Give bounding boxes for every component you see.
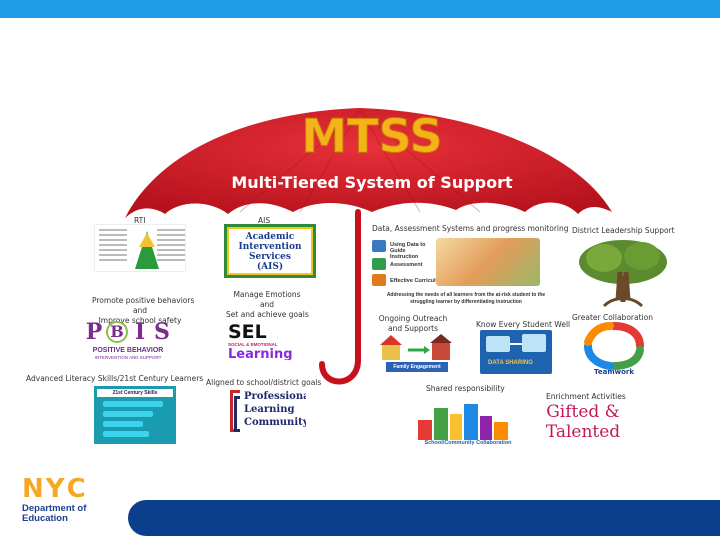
caption-pbis: Promote positive behaviors and Improve s… bbox=[92, 296, 195, 326]
plc-line2: Learning bbox=[244, 404, 295, 415]
caption-rti: RTI bbox=[134, 216, 146, 225]
caption-collab: Greater Collaboration bbox=[572, 313, 653, 322]
pbis-logo: P B I S POSITIVE BEHAVIOR INTERVENTION A… bbox=[80, 318, 176, 360]
data-sharing-graphic: DATA SHARING bbox=[480, 330, 552, 374]
curriculum-icon bbox=[372, 274, 386, 286]
pbis-letter-b: B bbox=[106, 321, 128, 343]
caption-sel: Manage Emotions and Set and achieve goal… bbox=[226, 290, 309, 320]
umbrella-title: MTSS bbox=[301, 109, 442, 163]
pbis-letter-p: P bbox=[85, 319, 103, 345]
gifted-line2: Talented bbox=[545, 422, 621, 442]
data-note: Addressing the needs of all learners fro… bbox=[386, 292, 546, 305]
data-sharing-icon bbox=[486, 334, 546, 352]
caption-sel-line1: Manage Emotions bbox=[233, 290, 301, 299]
als-line-4 bbox=[103, 431, 149, 437]
umbrella-canopy bbox=[125, 108, 612, 218]
caption-ais: AIS bbox=[258, 216, 271, 225]
caption-outreach: Ongoing Outreach and Supports bbox=[378, 314, 448, 334]
sel-learning: Learning bbox=[228, 347, 293, 361]
data-row-assessment: Assessment bbox=[390, 262, 423, 268]
data-row-guide: Using Data to Guide Instruction bbox=[390, 242, 426, 260]
school-community-graphic: School/Community Collaboration bbox=[412, 400, 524, 452]
caption-als: Advanced Literacy Skills/21st Century Le… bbox=[26, 374, 204, 383]
plc-line1: Professional bbox=[244, 391, 306, 402]
teamwork-label: Teamwork bbox=[594, 368, 634, 376]
family-banner: Family Engagement bbox=[386, 362, 448, 372]
caption-leadership: District Leadership Support bbox=[572, 226, 675, 235]
dept-line2: Education bbox=[22, 513, 68, 524]
als-head: 21st Century Skills bbox=[97, 389, 173, 397]
gifted-talented-logo: Gifted & Talented bbox=[538, 402, 628, 444]
data-sharing-label: DATA SHARING bbox=[488, 360, 533, 366]
ais-logo-line1: Academic bbox=[245, 232, 295, 242]
sel-logo: SEL SOCIAL & EMOTIONAL Learning bbox=[228, 322, 306, 360]
caption-data: Data, Assessment Systems and progress mo… bbox=[372, 224, 569, 233]
caption-outreach-line1: Ongoing Outreach bbox=[378, 314, 448, 323]
gifted-line1: Gifted & bbox=[546, 402, 620, 422]
caption-pbis-line3: Improve school safety bbox=[98, 316, 182, 325]
plc-line3: Community bbox=[244, 417, 306, 428]
pbis-letter-i: I bbox=[134, 319, 146, 345]
caption-enrich: Enrichment Activities bbox=[546, 392, 626, 401]
family-house-icon bbox=[380, 334, 452, 360]
ais-logo-line4: (AIS) bbox=[256, 262, 284, 272]
caption-outreach-line2: and Supports bbox=[387, 324, 439, 333]
als-line-3 bbox=[103, 421, 143, 427]
school-community-label: School/Community Collaboration bbox=[424, 440, 512, 446]
caption-pbis-line1: Promote positive behaviors bbox=[92, 296, 195, 305]
top-accent-bar bbox=[0, 0, 720, 18]
ais-logo: Academic Intervention Services (AIS) bbox=[224, 224, 316, 278]
sel-mid: SOCIAL & EMOTIONAL bbox=[228, 342, 278, 347]
nyc-letter-n: N bbox=[22, 474, 44, 504]
sel-big: SEL bbox=[228, 322, 267, 343]
nyc-letter-y: Y bbox=[45, 474, 65, 504]
bottom-accent-bar bbox=[128, 500, 720, 536]
ais-logo-line2: Intervention bbox=[238, 242, 302, 252]
als-line-1 bbox=[103, 401, 163, 407]
pbis-letter-s: S bbox=[154, 319, 170, 345]
teamwork-icon: Teamwork bbox=[584, 322, 644, 376]
als-line-2 bbox=[103, 411, 153, 417]
als-poster: 21st Century Skills bbox=[94, 386, 176, 444]
caption-sel-line3: Set and achieve goals bbox=[226, 310, 309, 319]
nyc-doe-logo: N Y C Department of Education bbox=[22, 474, 102, 532]
caption-know: Know Every Student Well bbox=[476, 320, 571, 329]
plc-logo: Professional Learning Community bbox=[230, 390, 306, 432]
classroom-photo bbox=[436, 238, 540, 286]
umbrella-subtitle: Multi-Tiered System of Support bbox=[231, 173, 513, 192]
caption-sel-line2: and bbox=[259, 300, 275, 309]
data-chart-icon bbox=[372, 240, 386, 252]
data-assessment-graphic: Using Data to Guide Instruction Assessme… bbox=[372, 238, 540, 290]
caption-pbis-line2: and bbox=[132, 306, 148, 315]
rti-pyramid-document bbox=[94, 224, 186, 272]
family-engagement-graphic: Family Engagement bbox=[380, 332, 452, 374]
nyc-letter-c: C bbox=[66, 474, 86, 504]
pbis-sub1: POSITIVE BEHAVIOR bbox=[92, 347, 164, 354]
data-row-curriculum: Effective Curriculum bbox=[390, 278, 444, 284]
umbrella-handle bbox=[319, 209, 361, 385]
caption-shared: Shared responsibility bbox=[426, 384, 505, 393]
pbis-sub2: INTERVENTION AND SUPPORT bbox=[94, 355, 162, 360]
city-buildings-icon bbox=[418, 404, 508, 440]
leadership-tree-icon bbox=[579, 240, 667, 308]
assessment-icon bbox=[372, 258, 386, 270]
caption-aligned: Aligned to school/district goals bbox=[206, 378, 322, 387]
ais-logo-line3: Services bbox=[249, 252, 291, 262]
dept-line1: Department of bbox=[22, 503, 87, 514]
